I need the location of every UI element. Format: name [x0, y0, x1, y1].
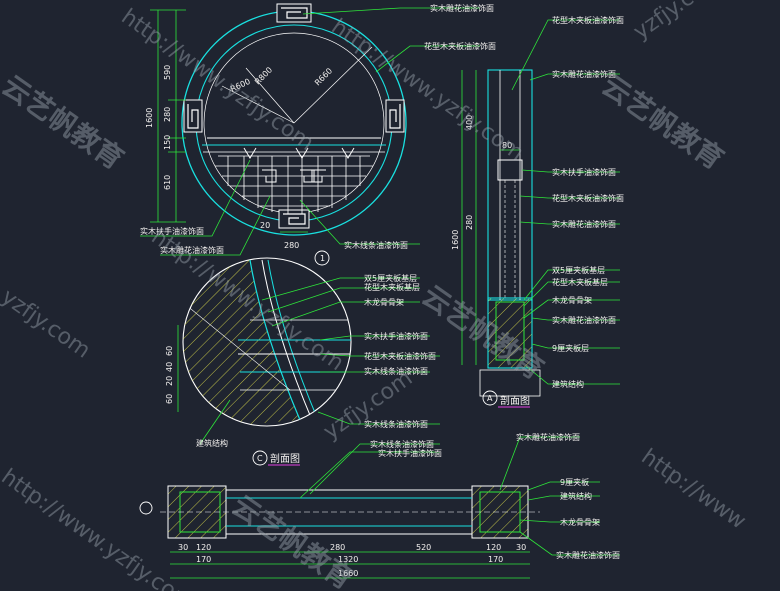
dim-1600: 1600 [145, 108, 154, 128]
dim-side-1600: 1600 [451, 230, 460, 250]
dim-bottom-20: 20 [260, 221, 270, 230]
dim-590: 590 [163, 65, 172, 80]
label-s-carving: 实木雕花油漆饰面 [552, 69, 616, 79]
label-d-keel: 木龙骨骨架 [364, 297, 404, 307]
label-p-strip: 实木线条油漆饰面 [370, 439, 434, 449]
watermark-url-1: http://www.yzfjy.com [117, 4, 319, 156]
dim-plan-170: 170 [196, 555, 211, 564]
watermark-brand-4: 云艺帆教育 [226, 489, 360, 591]
dim-plan-30b: 30 [516, 543, 526, 552]
watermark-brand-2: 云艺帆教育 [596, 69, 730, 176]
label-p-handrail: 实木扶手油漆饰面 [378, 448, 442, 458]
dim-plan-30: 30 [178, 543, 188, 552]
dim-plan-280: 280 [330, 543, 345, 552]
radius-r660: R660 [313, 66, 334, 87]
dim-280: 280 [163, 107, 172, 122]
label-p-carving: 实木雕花油漆饰面 [516, 432, 580, 442]
label-s-keel: 木龙骨骨架 [552, 295, 592, 305]
label-d-flower-plywood: 花型木夹板基层 [364, 282, 420, 292]
marker-a: A [487, 394, 493, 403]
title-section-a: 剖面图 [500, 394, 530, 407]
detail-c-section: 60 40 20 60 双5厘夹板基层 花型木夹板基层 木龙骨骨架 实木扶手油漆… [165, 257, 440, 466]
label-p-keel: 木龙骨骨架 [560, 517, 600, 527]
label-s-carving2: 实木雕花油漆饰面 [552, 219, 616, 229]
dim-bottom-280: 280 [284, 241, 299, 250]
label-p-carving2: 实木雕花油漆饰面 [556, 550, 620, 560]
label-s-plywood-layer: 双5厘夹板基层 [552, 265, 605, 275]
dim-150: 150 [163, 135, 172, 150]
side-section: 80 1600 400 280 花型木夹板油漆饰面 实木雕花油漆饰面 实木扶手油… [451, 15, 624, 408]
dim-c-60a: 60 [165, 346, 174, 356]
watermark-domain-1: yzfjy.com [629, 0, 727, 45]
dim-plan-120b: 120 [486, 543, 501, 552]
dim-plan-120: 120 [196, 543, 211, 552]
dim-side-400: 400 [465, 115, 474, 130]
watermarks: http://www.yzfjy.com http://www.yzfjy.co… [0, 0, 750, 591]
label-left-carving: 实木雕花油漆饰面 [160, 245, 224, 255]
label-d-handrail: 实木扶手油漆饰面 [364, 331, 428, 341]
label-p-nine: 9厘夹板 [560, 477, 589, 487]
dim-c-20: 20 [165, 376, 174, 386]
dim-610: 610 [163, 175, 172, 190]
dim-plan-170b: 170 [488, 555, 503, 564]
dim-plan-1320: 1320 [338, 555, 358, 564]
marker-c: C [257, 454, 263, 463]
dim-plan-1660: 1660 [338, 569, 358, 578]
label-s-carving3: 实木雕花油漆饰面 [552, 315, 616, 325]
label-top-plywood: 花型木夹板油漆饰面 [424, 41, 496, 51]
label-d-building: 建筑结构 [196, 438, 228, 448]
dim-c-60b: 60 [165, 394, 174, 404]
label-p-building: 建筑结构 [560, 491, 592, 501]
label-d-strip: 实木线条油漆饰面 [364, 366, 428, 376]
label-s-handrail: 实木扶手油漆饰面 [552, 167, 616, 177]
dim-c-40: 40 [165, 362, 174, 372]
label-s-flower-plywood2: 花型木夹板油漆饰面 [552, 193, 624, 203]
label-bottom-strip: 实木线条油漆饰面 [344, 240, 408, 250]
dim-plan-520: 520 [416, 543, 431, 552]
label-left-handrail: 实木扶手油漆饰面 [140, 226, 204, 236]
watermark-domain-2: yzfjy.com [0, 284, 95, 363]
watermark-url-5: http://www [637, 444, 751, 534]
watermark-brand-1: 云艺帆教育 [0, 69, 130, 176]
label-s-flower-plywood: 花型木夹板油漆饰面 [552, 15, 624, 25]
label-d-plywood-layer: 双5厘夹板基层 [364, 273, 417, 283]
label-d-strip2: 实木线条油漆饰面 [364, 419, 428, 429]
dim-side-280: 280 [465, 215, 474, 230]
label-d-plywood-finish: 花型木夹板油漆饰面 [364, 351, 436, 361]
label-s-building: 建筑结构 [552, 379, 584, 389]
watermark-url-2: http://www.yzfjy.com [327, 14, 529, 166]
label-s-nine-ply: 9厘夹板层 [552, 343, 589, 353]
label-top-carving: 实木雕花油漆饰面 [430, 3, 494, 13]
marker-1: 1 [320, 254, 325, 263]
title-section-c: 剖面图 [270, 452, 300, 465]
label-s-flower-plywood-layer: 花型木夹板基层 [552, 277, 608, 287]
watermark-domain-3: yzfjy.com [319, 366, 417, 445]
plan-section: 30 120 280 520 120 30 170 1320 170 1660 … [139, 432, 620, 579]
radius-r800: R800 [253, 65, 274, 86]
moon-window-elevation: R600 R800 R660 1600 590 280 150 610 280 … [140, 3, 496, 266]
dim-side-80: 80 [502, 141, 512, 150]
